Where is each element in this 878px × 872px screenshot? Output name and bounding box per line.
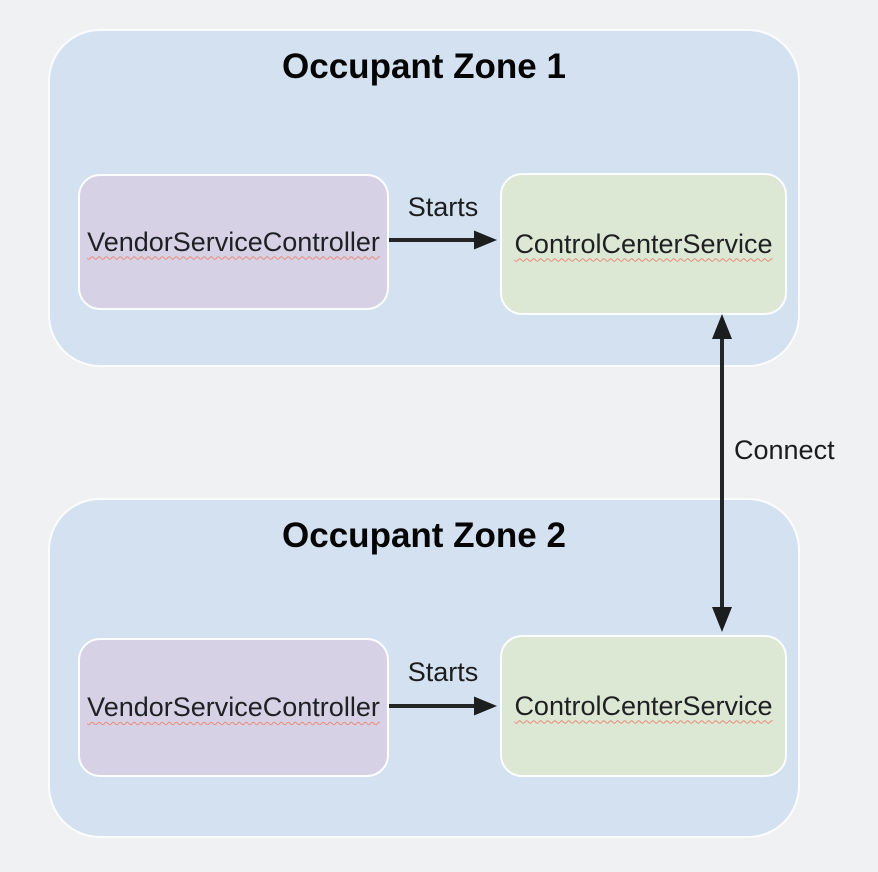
- zone-2-control-center-service-label: ControlCenterService: [514, 690, 773, 721]
- starts-label-zone-1: Starts: [407, 192, 479, 222]
- occupant-zone-1-title: Occupant Zone 1: [282, 47, 566, 86]
- zone-1-control-center-service-label: ControlCenterService: [514, 228, 773, 259]
- occupant-zone-1: Occupant Zone 1 VendorServiceController …: [48, 29, 800, 367]
- zone-2-vendor-service-controller-label: VendorServiceController: [87, 692, 380, 722]
- zone-1-control-center-service-node: ControlCenterService: [500, 173, 787, 315]
- zone-1-vendor-service-controller-node: VendorServiceController: [78, 174, 389, 310]
- zone-1-vendor-service-controller-label: VendorServiceController: [87, 226, 380, 257]
- zone-2-control-center-service-node: ControlCenterService: [500, 635, 787, 777]
- zone-2-vendor-service-controller-node: VendorServiceController: [78, 638, 389, 777]
- starts-label-zone-2: Starts: [407, 657, 479, 687]
- occupant-zone-2-title: Occupant Zone 2: [282, 516, 566, 555]
- occupant-zone-2: Occupant Zone 2 VendorServiceController …: [48, 498, 800, 838]
- connect-label: Connect: [734, 435, 835, 465]
